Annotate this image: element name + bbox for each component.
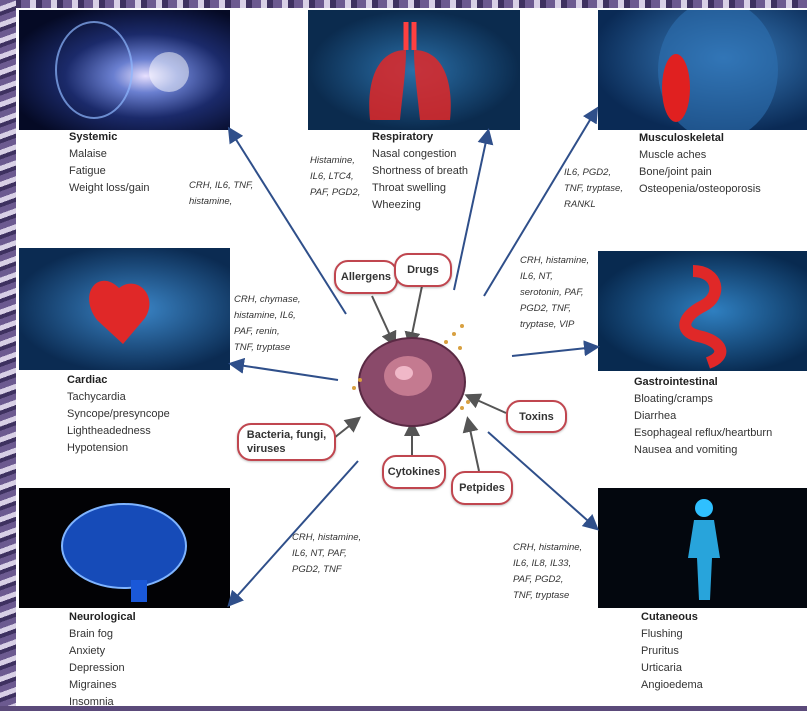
symptom: Wheezing [372, 197, 468, 214]
symptom: Syncope/presyncope [67, 406, 170, 423]
mediators-musculoskeletal: IL6, PGD2, TNF, tryptase, RANKL [564, 165, 623, 213]
symptom: Malaise [69, 146, 150, 163]
symptom: Nasal congestion [372, 146, 468, 163]
mast-cell-icon [352, 324, 470, 426]
symptom: Angioedema [641, 677, 703, 694]
trigger-allergens: Allergens [334, 260, 398, 294]
symptom: Migraines [69, 677, 136, 694]
cutaneous-panel: Cutaneous Flushing Pruritus Urticaria An… [641, 609, 703, 694]
symptom: Throat swelling [372, 180, 468, 197]
trigger-drugs: Drugs [394, 253, 452, 287]
mediators-gastrointestinal: CRH, histamine, IL6, NT, serotonin, PAF,… [520, 253, 589, 333]
symptom: Urticaria [641, 660, 703, 677]
symptom: Brain fog [69, 626, 136, 643]
mediators-systemic: CRH, IL6, TNF, histamine, [189, 178, 253, 210]
symptom: Insomnia [69, 694, 136, 711]
decorative-border-left [0, 0, 16, 706]
symptom: Flushing [641, 626, 703, 643]
systemic-panel: Systemic Malaise Fatigue Weight loss/gai… [69, 129, 150, 197]
arrow-from-drugs [410, 286, 422, 344]
symptom: Esophageal reflux/heartburn [634, 425, 772, 442]
arrow-from-allergens [372, 296, 394, 344]
symptom: Osteopenia/osteoporosis [639, 181, 761, 198]
symptom: Depression [69, 660, 136, 677]
arrow-from-bacteria [334, 419, 358, 438]
trigger-peptides: Petpides [451, 471, 513, 505]
gastrointestinal-title: Gastrointestinal [634, 374, 772, 391]
symptom: Tachycardia [67, 389, 170, 406]
cutaneous-title: Cutaneous [641, 609, 703, 626]
cardiac-panel: Cardiac Tachycardia Syncope/presyncope L… [67, 372, 170, 457]
symptom: Diarrhea [634, 408, 772, 425]
symptom: Pruritus [641, 643, 703, 660]
mediators-cutaneous: CRH, histamine, IL6, IL8, IL33, PAF, PGD… [513, 540, 582, 604]
arrow-from-toxins [468, 396, 506, 413]
symptom: Shortness of breath [372, 163, 468, 180]
respiratory-panel: Respiratory Nasal congestion Shortness o… [372, 129, 468, 214]
respiratory-title: Respiratory [372, 129, 468, 146]
diagram-canvas: Systemic Malaise Fatigue Weight loss/gai… [16, 8, 807, 706]
arrow-to-cardiac [232, 364, 338, 380]
musculoskeletal-panel: Musculoskeletal Muscle aches Bone/joint … [639, 130, 761, 198]
trigger-cytokines: Cytokines [382, 455, 446, 489]
systemic-title: Systemic [69, 129, 150, 146]
symptom: Nausea and vomiting [634, 442, 772, 459]
mediators-respiratory: Histamine, IL6, LTC4, PAF, PGD2, [310, 153, 360, 201]
trigger-bacteria: Bacteria, fungi, viruses [237, 423, 336, 461]
trigger-toxins: Toxins [506, 400, 567, 433]
mediators-neurological: CRH, histamine, IL6, NT, PAF, PGD2, TNF [292, 530, 361, 578]
arrow-to-gastrointestinal [512, 347, 596, 356]
symptom: Fatigue [69, 163, 150, 180]
arrow-layer [16, 8, 807, 706]
neurological-panel: Neurological Brain fog Anxiety Depressio… [69, 609, 136, 711]
mediators-cardiac: CRH, chymase, histamine, IL6, PAF, renin… [234, 292, 301, 356]
symptom: Bloating/cramps [634, 391, 772, 408]
neurological-title: Neurological [69, 609, 136, 626]
gastrointestinal-panel: Gastrointestinal Bloating/cramps Diarrhe… [634, 374, 772, 459]
musculoskeletal-title: Musculoskeletal [639, 130, 761, 147]
symptom: Anxiety [69, 643, 136, 660]
symptom: Hypotension [67, 440, 170, 457]
symptom: Lightheadedness [67, 423, 170, 440]
cardiac-title: Cardiac [67, 372, 170, 389]
arrow-from-peptides [468, 420, 479, 471]
symptom: Weight loss/gain [69, 180, 150, 197]
symptom: Bone/joint pain [639, 164, 761, 181]
symptom: Muscle aches [639, 147, 761, 164]
